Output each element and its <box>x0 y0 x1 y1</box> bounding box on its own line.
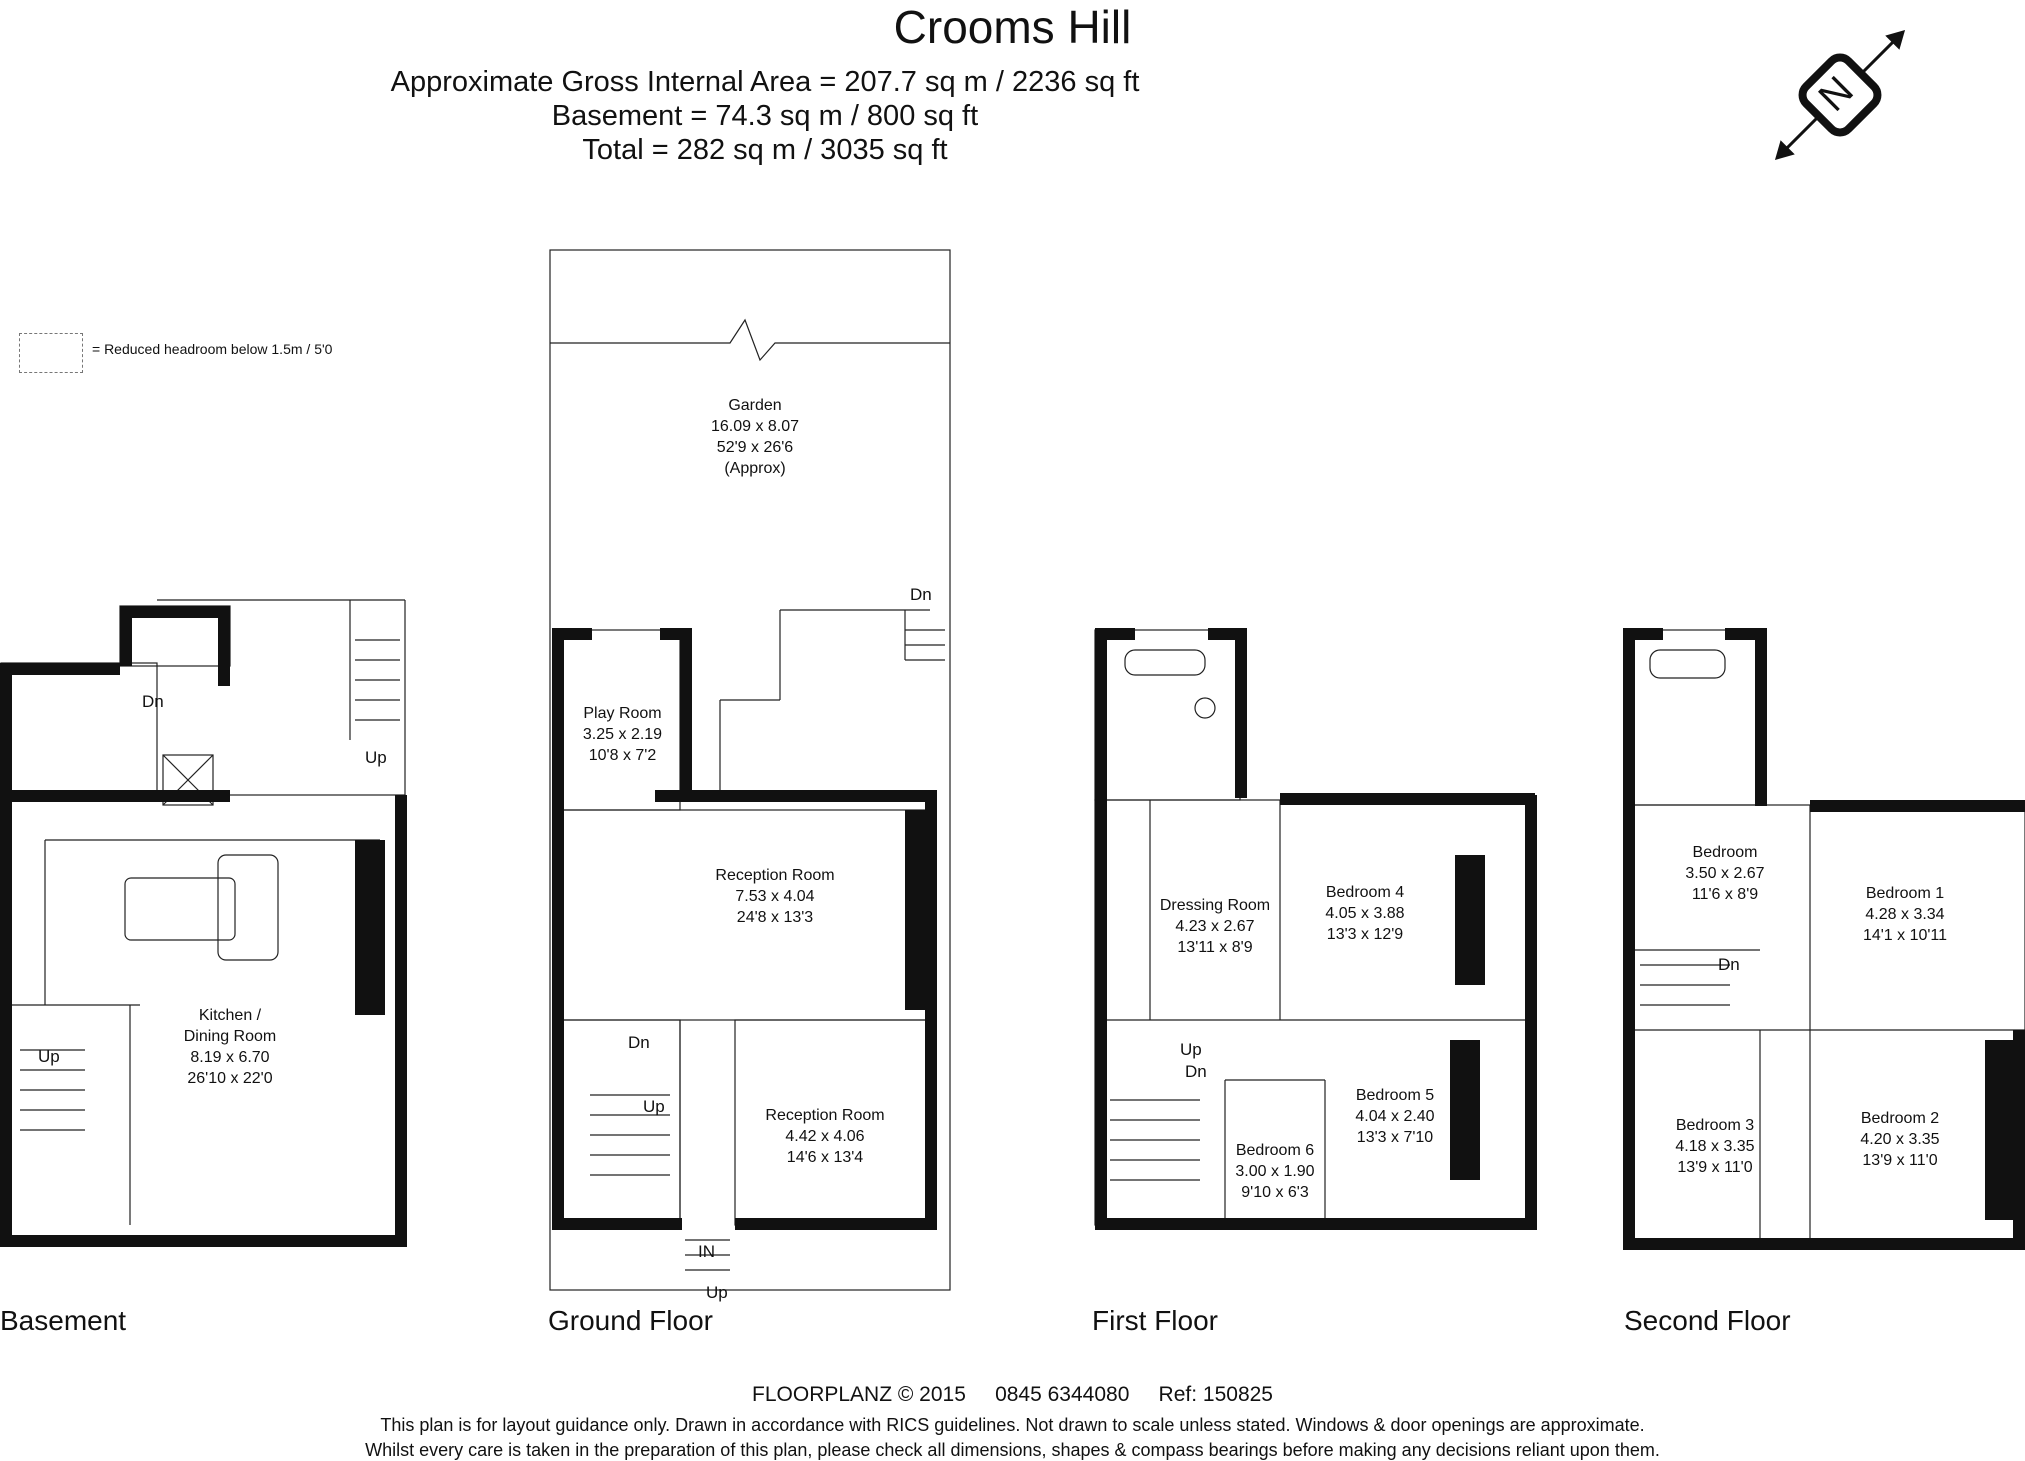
room-bedroom: Bedroom 3.50 x 2.67 11'6 x 8'9 <box>1685 844 1765 903</box>
plan-title: Crooms Hill <box>893 1 1132 53</box>
room-garden: Garden 16.09 x 8.07 52'9 x 26'6 (Approx) <box>710 397 800 477</box>
footer-company-line: FLOORPLANZ © 2015 0845 6344080 Ref: 1508… <box>752 1383 1273 1406</box>
stair-dn-ground: Dn <box>628 1033 650 1052</box>
room-bedroom-4: Bedroom 4 4.05 x 3.88 13'3 x 12'9 <box>1325 884 1405 943</box>
stair-up-first: Up <box>1180 1040 1202 1059</box>
room-bedroom-1: Bedroom 1 4.28 x 3.34 14'1 x 10'11 <box>1862 885 1948 944</box>
stair-dn-second: Dn <box>1718 955 1740 974</box>
stair-up-basement-top: Up <box>365 748 387 767</box>
stair-up-basement-left: Up <box>38 1047 60 1066</box>
reduced-headroom-key-swatch <box>19 333 83 373</box>
room-kitchen-dining: Kitchen / Dining Room 8.19 x 6.70 26'10 … <box>183 1007 277 1087</box>
room-bedroom-6: Bedroom 6 3.00 x 1.90 9'10 x 6'3 <box>1235 1142 1315 1201</box>
gross-area-text: Approximate Gross Internal Area = 207.7 … <box>390 66 1140 98</box>
stair-up-ground: Up <box>643 1097 665 1116</box>
floor-label-first: First Floor <box>1092 1305 1218 1336</box>
reduced-headroom-key-text: = Reduced headroom below 1.5m / 5'0 <box>92 341 333 357</box>
floor-label-second: Second Floor <box>1624 1305 1791 1336</box>
floor-label-ground: Ground Floor <box>548 1305 713 1336</box>
footer-disclaimer-1: This plan is for layout guidance only. D… <box>380 1415 1645 1435</box>
room-reception-room-1: Reception Room 7.53 x 4.04 24'8 x 13'3 <box>715 867 835 926</box>
floor-label-basement: Basement <box>0 1305 127 1336</box>
room-dressing-room: Dressing Room 4.23 x 2.67 13'11 x 8'9 <box>1159 897 1271 956</box>
entrance-in: IN <box>698 1242 715 1261</box>
room-reception-room-2: Reception Room 4.42 x 4.06 14'6 x 13'4 <box>765 1107 885 1166</box>
room-bedroom-5: Bedroom 5 4.04 x 2.40 13'3 x 7'10 <box>1355 1087 1435 1146</box>
stair-up-entrance: Up <box>706 1283 728 1302</box>
footer-disclaimer-2: Whilst every care is taken in the prepar… <box>365 1440 1660 1460</box>
room-play-room: Play Room 3.25 x 2.19 10'8 x 7'2 <box>582 705 663 764</box>
stair-dn-first: Dn <box>1185 1062 1207 1081</box>
basement-area-text: Basement = 74.3 sq m / 800 sq ft <box>551 100 979 132</box>
room-bedroom-2: Bedroom 2 4.20 x 3.35 13'9 x 11'0 <box>1860 1110 1940 1169</box>
room-bedroom-3: Bedroom 3 4.18 x 3.35 13'9 x 11'0 <box>1675 1117 1755 1176</box>
stair-dn-basement: Dn <box>142 692 164 711</box>
total-area-text: Total = 282 sq m / 3035 sq ft <box>582 134 948 166</box>
stair-dn-garden: Dn <box>910 585 932 604</box>
